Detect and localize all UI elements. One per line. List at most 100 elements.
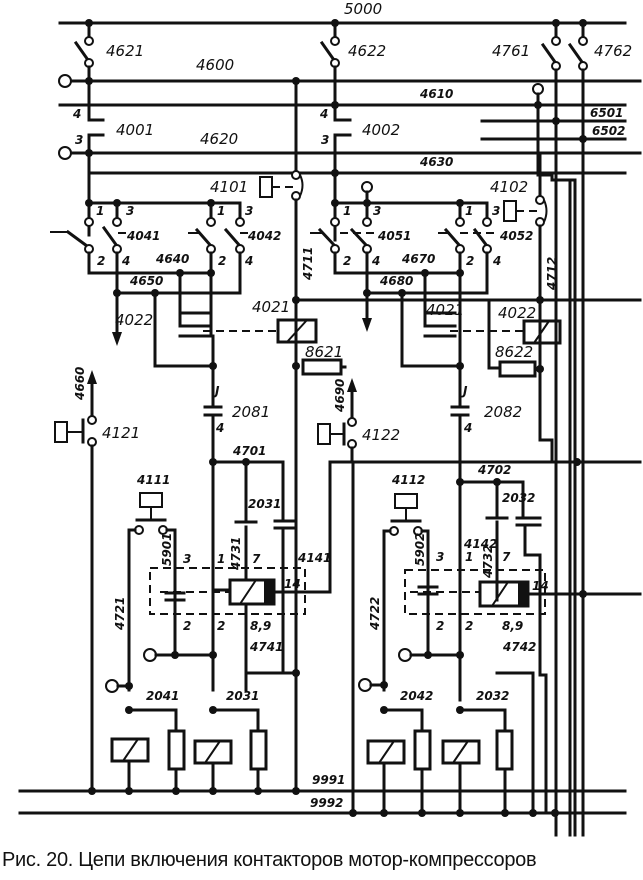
label-4640: 4640 xyxy=(155,252,189,266)
label-4650: 4650 xyxy=(129,274,163,288)
label-8622: 8622 xyxy=(495,343,533,361)
pin-label: 3 xyxy=(321,133,329,147)
label-4042: 4042 xyxy=(247,229,281,243)
label-4041: 4041 xyxy=(126,229,160,243)
pin-label: 7 xyxy=(252,552,261,566)
relay-2031 xyxy=(193,669,300,795)
node-4701 xyxy=(209,458,298,675)
label-4610: 4610 xyxy=(419,87,453,101)
pin-label: 14 xyxy=(532,579,549,593)
label-6502: 6502 xyxy=(592,124,625,138)
pin-label: J xyxy=(461,384,468,398)
pin-label: 1 xyxy=(465,204,473,218)
label-4712: 4712 xyxy=(545,257,559,291)
label-4731: 4731 xyxy=(229,537,243,571)
label-4002: 4002 xyxy=(362,121,400,139)
pin-label: 1 xyxy=(343,204,351,218)
label-4021-right: 4021 xyxy=(426,301,464,319)
pin-label: 1 xyxy=(217,552,225,566)
label-4660: 4660 xyxy=(73,367,87,401)
button-4122 xyxy=(317,378,357,464)
pin-label: 3 xyxy=(436,550,444,564)
label-4022-right: 4022 xyxy=(498,304,536,322)
pin-label: 1 xyxy=(96,204,104,218)
pin-label: 2 xyxy=(183,619,191,633)
pin-label: 14 xyxy=(284,577,301,591)
label-4620: 4620 xyxy=(200,130,238,148)
pin-label: 4 xyxy=(463,421,472,435)
switch-group-4051-4052 xyxy=(310,181,495,407)
label-4761: 4761 xyxy=(492,42,530,60)
pin-label: 3 xyxy=(183,552,191,566)
label-4702: 4702 xyxy=(477,463,511,477)
label-4762: 4762 xyxy=(594,42,632,60)
label-4722: 4722 xyxy=(368,597,382,631)
label-4052: 4052 xyxy=(499,229,533,243)
pin-label: 4 xyxy=(371,254,380,268)
label-2042: 2042 xyxy=(400,689,433,703)
label-2032-contact: 2032 xyxy=(502,491,535,505)
label-4670: 4670 xyxy=(401,252,435,266)
pin-label: 3 xyxy=(75,133,83,147)
pin-label: 8,9 xyxy=(250,619,271,633)
label-9991: 9991 xyxy=(312,773,345,787)
electrical-schematic: 5000 4621 4600 4622 4761 4762 4610 6501 … xyxy=(18,0,642,837)
label-4622: 4622 xyxy=(348,42,386,60)
pin-label: 8,9 xyxy=(502,619,523,633)
relay-4022-right xyxy=(423,296,562,378)
label-4112: 4112 xyxy=(391,473,425,487)
label-4732: 4732 xyxy=(481,545,495,579)
pin-label: 4 xyxy=(121,254,130,268)
label-2031: 2031 xyxy=(226,689,259,703)
label-8621: 8621 xyxy=(305,343,343,361)
pin-label: J xyxy=(213,384,220,398)
label-4022-left: 4022 xyxy=(115,311,153,329)
pin-label: 2 xyxy=(436,619,444,633)
relay-2032 xyxy=(441,671,559,817)
label-4122: 4122 xyxy=(362,426,400,444)
pin-label: 4 xyxy=(492,254,501,268)
pin-label: 7 xyxy=(502,550,511,564)
pin-label: 4 xyxy=(72,107,81,121)
relay-2041 xyxy=(105,679,186,795)
labels: 5000 4621 4600 4622 4761 4762 4610 6501 … xyxy=(72,0,632,810)
pin-label: 3 xyxy=(492,204,500,218)
pin-label: 2 xyxy=(466,254,474,268)
pin-label: 1 xyxy=(217,204,225,218)
pin-label: 3 xyxy=(245,204,253,218)
label-9992: 9992 xyxy=(310,796,343,810)
bus-lines xyxy=(18,21,642,815)
label-4680: 4680 xyxy=(379,274,413,288)
label-4141: 4141 xyxy=(297,551,331,565)
label-4142: 4142 xyxy=(463,537,497,551)
label-4121: 4121 xyxy=(102,424,140,442)
label-5902: 5902 xyxy=(413,533,427,566)
pin-label: 2 xyxy=(218,254,226,268)
label-2032: 2032 xyxy=(476,689,509,703)
switch-group-4041-4042 xyxy=(50,199,250,368)
control-block-2 xyxy=(382,493,642,692)
label-4111: 4111 xyxy=(136,473,170,487)
relay-2042 xyxy=(349,460,432,817)
label-4021-left: 4021 xyxy=(252,298,290,316)
pin-label: 2 xyxy=(97,254,105,268)
pin-label: 2 xyxy=(217,619,225,633)
pin-label: 1 xyxy=(465,550,473,564)
label-4101: 4101 xyxy=(210,178,248,196)
terminal-4620 xyxy=(58,146,72,160)
label-4051: 4051 xyxy=(377,229,411,243)
pin-label: 2 xyxy=(343,254,351,268)
label-4742: 4742 xyxy=(502,640,536,654)
label-4630: 4630 xyxy=(419,155,453,169)
figure-caption: Рис. 20. Цепи включения контакторов мото… xyxy=(2,849,537,871)
switch-4621 xyxy=(73,19,94,122)
pin-label: 3 xyxy=(126,204,134,218)
control-block-1 xyxy=(127,460,642,692)
label-4690: 4690 xyxy=(333,379,347,413)
label-4741: 4741 xyxy=(249,640,283,654)
label-4721: 4721 xyxy=(113,597,127,631)
label-2082: 2082 xyxy=(484,403,522,421)
label-2081: 2081 xyxy=(232,403,270,421)
pin-label: 3 xyxy=(373,204,381,218)
label-5901: 5901 xyxy=(160,533,174,566)
